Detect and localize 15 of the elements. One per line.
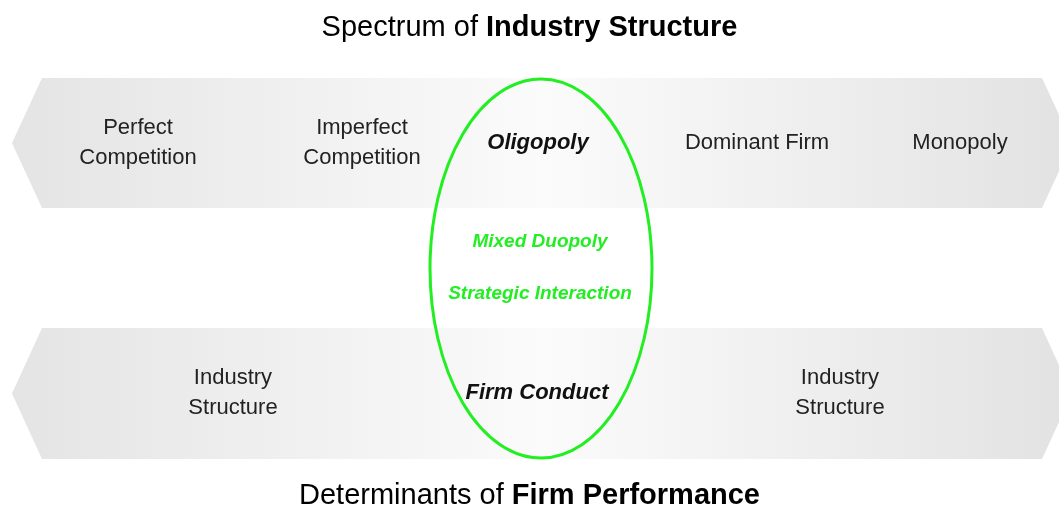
category-label: Dominant Firm — [683, 128, 831, 156]
category-label: Imperfect Competition — [302, 113, 422, 171]
caption: Determinants of Firm Performance — [298, 478, 761, 511]
double-arrow-band — [12, 328, 1059, 459]
ellipse-label: Firm Conduct — [464, 378, 611, 406]
category-label: Monopoly — [912, 128, 1008, 156]
ellipse-label: Oligopoly — [487, 128, 589, 156]
title: Spectrum of Industry Structure — [320, 10, 739, 43]
category-label: Industry Structure — [794, 363, 886, 421]
double-arrow-band — [12, 78, 1059, 208]
category-label: Perfect Competition — [78, 113, 198, 171]
ellipse-label: Mixed Duopoly — [472, 229, 608, 253]
ellipse — [428, 77, 654, 460]
ellipse-label: Strategic Interaction — [448, 281, 632, 305]
category-label: Industry Structure — [187, 363, 279, 421]
